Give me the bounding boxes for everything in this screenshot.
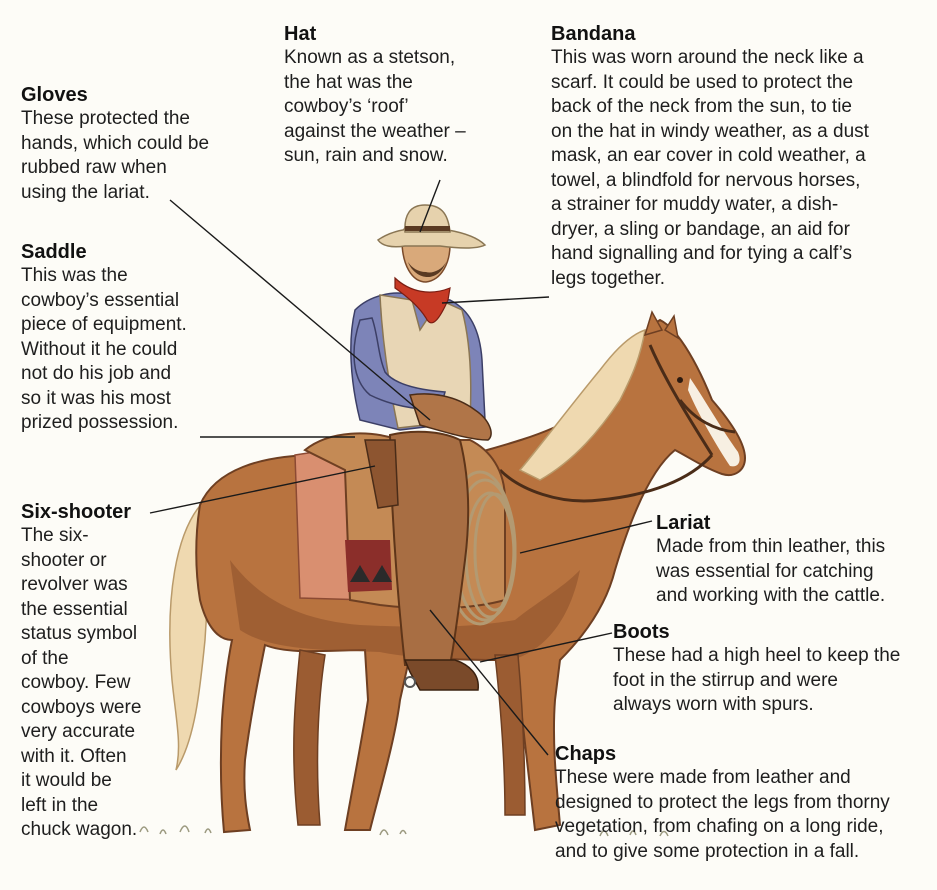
horse-hind-leg	[294, 650, 325, 825]
six-shooter-title: Six-shooter	[21, 500, 191, 524]
boots-description: These had a high heel to keep the foot i…	[613, 644, 933, 718]
boots-label: Boots These had a high heel to keep the …	[613, 620, 933, 718]
gloves-label: Gloves These protected the hands, which …	[21, 83, 261, 205]
lariat-description: Made from thin leather, this was essenti…	[656, 535, 926, 609]
cowboy-boot	[405, 660, 478, 690]
hat-title: Hat	[284, 22, 514, 46]
saddle-skirt-pattern	[345, 540, 392, 592]
saddle-label: Saddle This was the cowboy’s essential p…	[21, 240, 221, 436]
bandana-title: Bandana	[551, 22, 931, 46]
six-shooter-description: The six- shooter or revolver was the ess…	[21, 524, 191, 843]
hat-description: Known as a stetson, the hat was the cowb…	[284, 46, 514, 169]
hat-band	[405, 226, 450, 231]
cowboy-chaps	[390, 432, 468, 665]
gloves-title: Gloves	[21, 83, 261, 107]
lariat-title: Lariat	[656, 511, 926, 535]
boots-title: Boots	[613, 620, 933, 644]
bandana-description: This was worn around the neck like a sca…	[551, 46, 931, 291]
chaps-title: Chaps	[555, 742, 935, 766]
horse-eye	[677, 377, 683, 383]
chaps-description: These were made from leather and designe…	[555, 766, 935, 864]
gloves-description: These protected the hands, which could b…	[21, 107, 261, 205]
bandana-label: Bandana This was worn around the neck li…	[551, 22, 931, 291]
six-shooter-label: Six-shooter The six- shooter or revolver…	[21, 500, 191, 843]
hat-label: Hat Known as a stetson, the hat was the …	[284, 22, 514, 169]
chaps-label: Chaps These were made from leather and d…	[555, 742, 935, 864]
horse-front-leg	[495, 655, 525, 815]
saddle-title: Saddle	[21, 240, 221, 264]
spur	[405, 677, 415, 687]
lariat-label: Lariat Made from thin leather, this was …	[656, 511, 926, 609]
saddle-description: This was the cowboy’s essential piece of…	[21, 264, 221, 436]
